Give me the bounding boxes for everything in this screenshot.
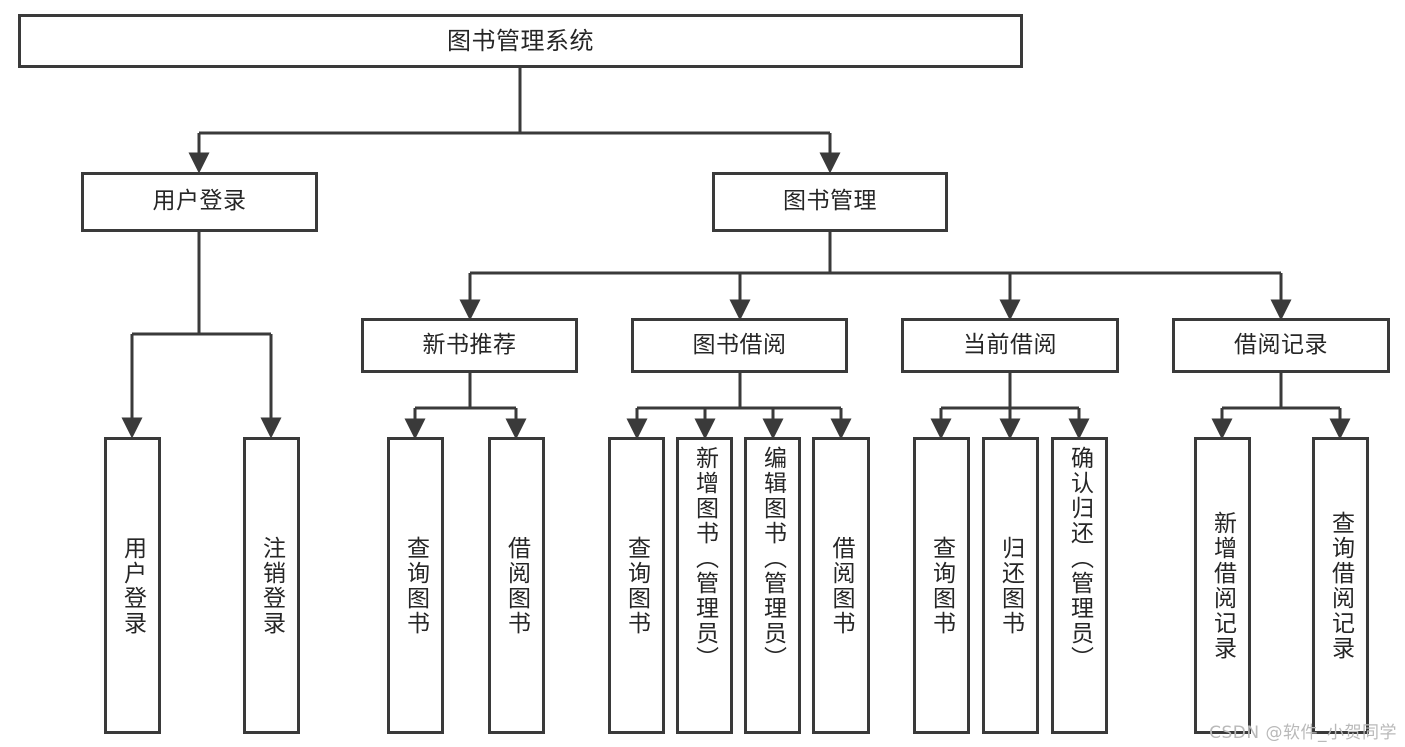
leaf-borrow-record-query-record[interactable]: 查询借阅记录 — [1312, 437, 1369, 734]
leaf-label: 借阅图书 — [828, 535, 855, 636]
leaf-label: 新增借阅记录 — [1209, 510, 1236, 661]
node-label: 图书借阅 — [692, 331, 787, 358]
node-label: 用户登录 — [152, 188, 247, 215]
leaf-label: 注销登录 — [258, 535, 285, 636]
leaf-borrow-record-add-record[interactable]: 新增借阅记录 — [1194, 437, 1251, 734]
node-label: 借阅记录 — [1234, 331, 1328, 358]
leaf-book-borrow-query-book[interactable]: 查询图书 — [608, 437, 665, 734]
leaf-label: 确认归还（管理员） — [1066, 446, 1093, 671]
leaf-logout[interactable]: 注销登录 — [243, 437, 300, 734]
leaf-new-book-borrow-book[interactable]: 借阅图书 — [488, 437, 545, 734]
node-label: 当前借阅 — [963, 331, 1057, 358]
leaf-label: 查询图书 — [928, 535, 955, 636]
node-user-login[interactable]: 用户登录 — [81, 172, 318, 232]
node-current-borrow[interactable]: 当前借阅 — [901, 318, 1119, 373]
leaf-current-borrow-confirm-return-admin[interactable]: 确认归还（管理员） — [1051, 437, 1108, 734]
node-root-book-management-system[interactable]: 图书管理系统 — [18, 14, 1023, 68]
leaf-label: 用户登录 — [119, 535, 146, 636]
leaf-book-borrow-edit-book-admin[interactable]: 编辑图书（管理员） — [744, 437, 801, 734]
node-label: 图书管理系统 — [447, 26, 594, 55]
leaf-label: 编辑图书（管理员） — [759, 446, 786, 671]
node-borrow-record[interactable]: 借阅记录 — [1172, 318, 1390, 373]
leaf-label: 归还图书 — [997, 535, 1024, 636]
node-book-management[interactable]: 图书管理 — [712, 172, 948, 232]
leaf-label: 查询借阅记录 — [1327, 510, 1354, 661]
leaf-book-borrow-borrow-book[interactable]: 借阅图书 — [812, 437, 870, 734]
leaf-book-borrow-add-book-admin[interactable]: 新增图书（管理员） — [676, 437, 733, 734]
leaf-new-book-query-book[interactable]: 查询图书 — [387, 437, 444, 734]
leaf-label: 借阅图书 — [503, 535, 530, 636]
node-book-borrow[interactable]: 图书借阅 — [631, 318, 848, 373]
leaf-user-login[interactable]: 用户登录 — [104, 437, 161, 734]
leaf-label: 新增图书（管理员） — [691, 446, 718, 671]
node-label: 新书推荐 — [422, 331, 517, 358]
leaf-current-borrow-query-book[interactable]: 查询图书 — [913, 437, 970, 734]
node-new-book-recommend[interactable]: 新书推荐 — [361, 318, 578, 373]
node-label: 图书管理 — [783, 188, 877, 215]
leaf-current-borrow-return-book[interactable]: 归还图书 — [982, 437, 1039, 734]
leaf-label: 查询图书 — [623, 535, 650, 636]
leaf-label: 查询图书 — [402, 535, 429, 636]
